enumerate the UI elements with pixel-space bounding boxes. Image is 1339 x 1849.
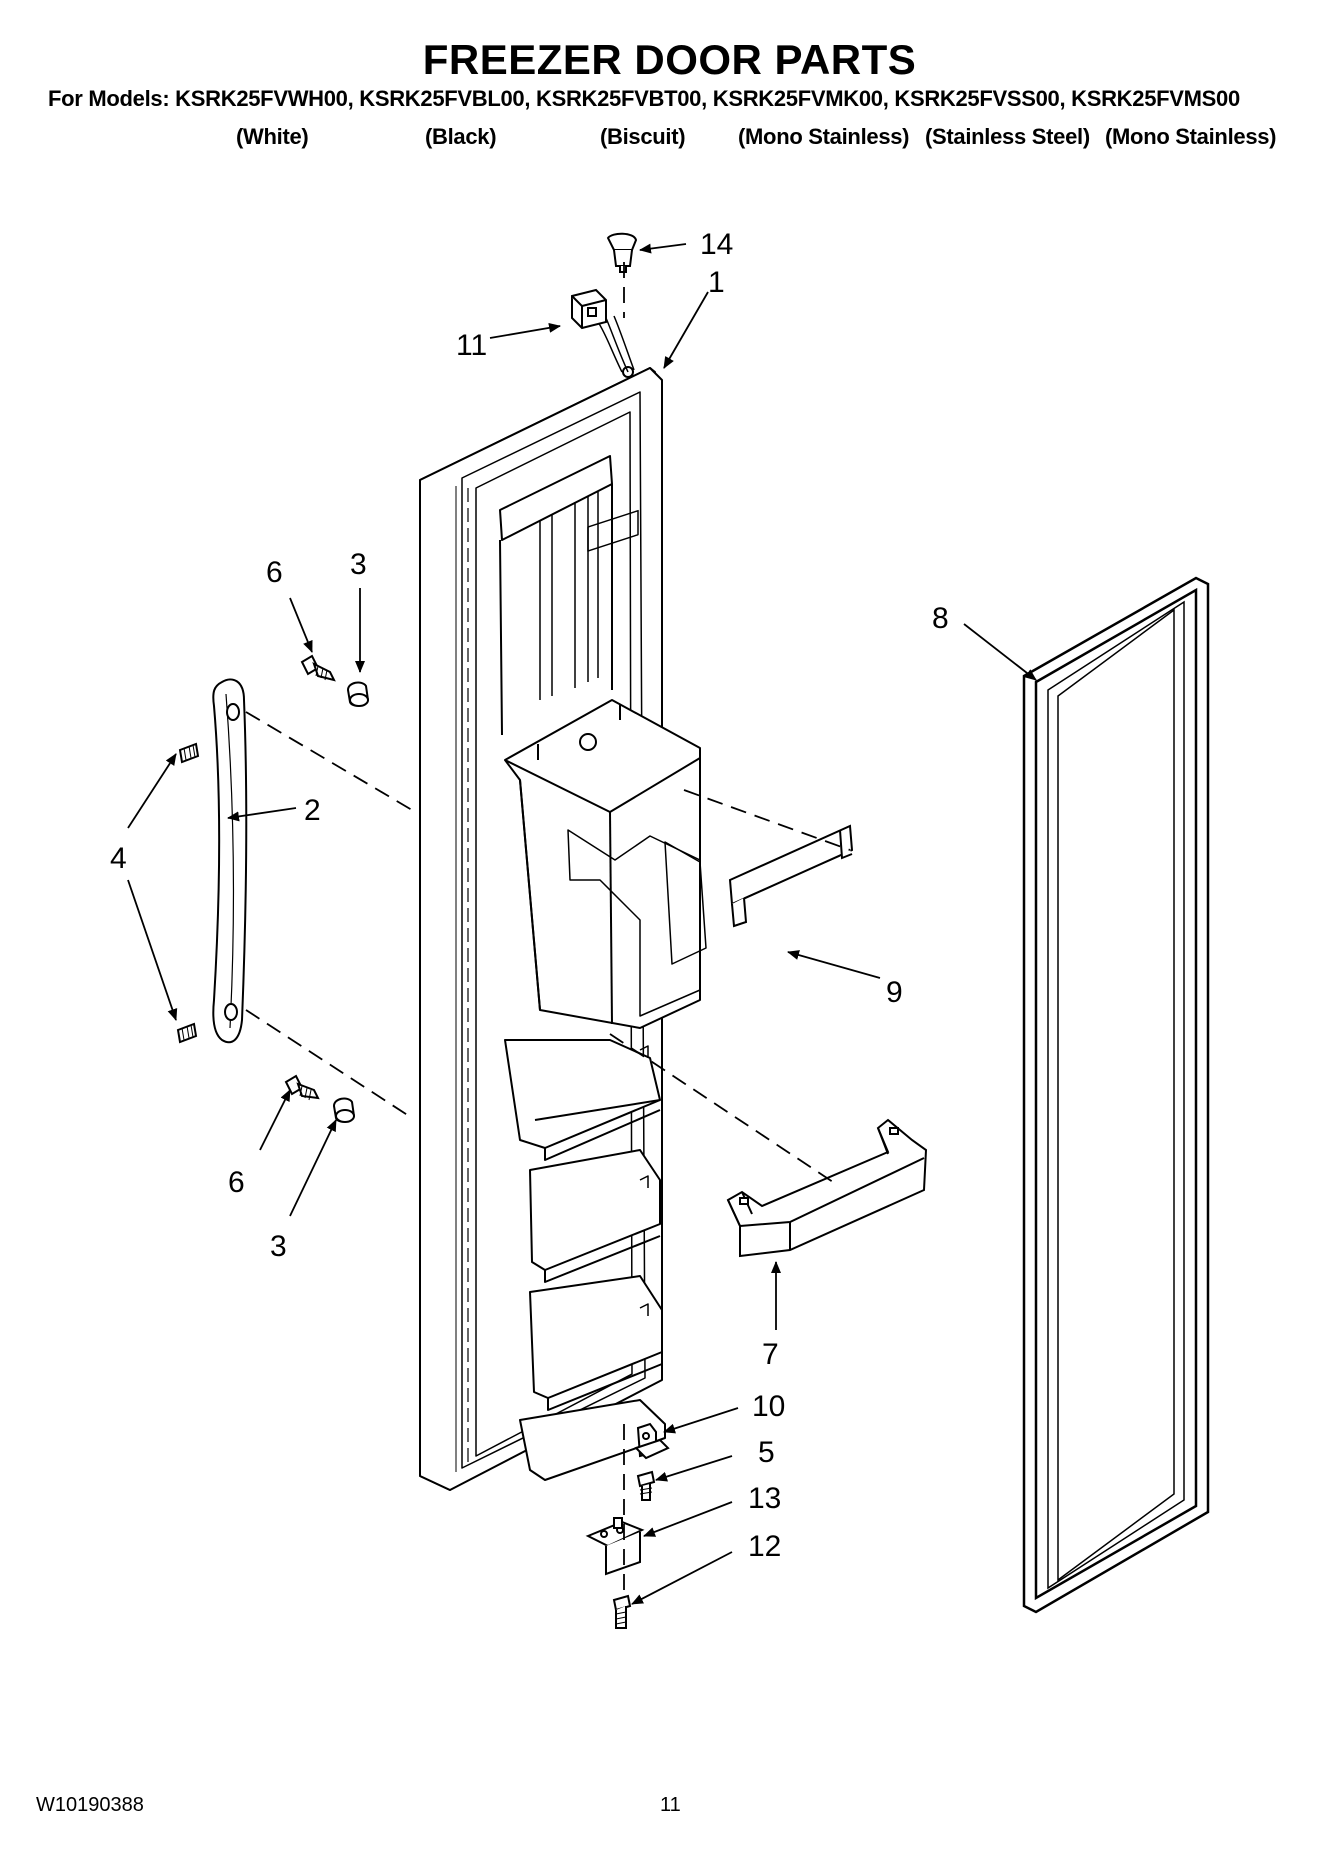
callout-13: 13 xyxy=(748,1482,781,1515)
callout-1: 1 xyxy=(708,266,725,299)
set-screw-bottom xyxy=(176,1022,198,1044)
callout-11: 11 xyxy=(456,329,487,362)
handle-spacer-top xyxy=(346,681,370,707)
door-handle xyxy=(212,678,248,1044)
callout-5: 5 xyxy=(758,1436,775,1469)
variant-mono-stainless-2: (Mono Stainless) xyxy=(1105,124,1277,149)
variant-white: (White) xyxy=(236,124,309,149)
page-title: FREEZER DOOR PARTS xyxy=(422,36,917,83)
callout-7: 7 xyxy=(762,1338,779,1371)
callout-12: 12 xyxy=(748,1530,781,1563)
callout-14: 14 xyxy=(700,228,733,261)
handle-spacer-bottom xyxy=(332,1097,356,1123)
hinge-bolt xyxy=(612,1594,632,1629)
set-screw-top xyxy=(178,742,200,764)
door-gasket xyxy=(1022,576,1210,1614)
variant-mono-stainless-1: (Mono Stainless) xyxy=(738,124,910,149)
plug-button xyxy=(606,232,638,273)
callout-2: 2 xyxy=(304,794,321,827)
handle-screw-bottom xyxy=(284,1074,320,1101)
callout-3-bottom: 3 xyxy=(270,1230,287,1263)
hinge-bushing xyxy=(634,1422,670,1460)
callout-6-bottom: 6 xyxy=(228,1166,245,1199)
callout-8: 8 xyxy=(932,602,949,635)
dispenser-trim-strip xyxy=(728,824,854,928)
callout-3-top: 3 xyxy=(350,548,367,581)
callout-10: 10 xyxy=(752,1390,785,1423)
handle-screw-top xyxy=(300,654,336,682)
callout-9: 9 xyxy=(886,976,903,1009)
callout-4: 4 xyxy=(110,842,127,875)
variant-biscuit: (Biscuit) xyxy=(600,124,686,149)
callout-6-top: 6 xyxy=(266,556,283,589)
freezer-door xyxy=(419,315,707,1491)
hinge-screw xyxy=(636,1470,656,1501)
models-line: For Models: KSRK25FVWH00, KSRK25FVBL00, … xyxy=(48,86,1240,111)
variant-stainless-steel: (Stainless Steel) xyxy=(925,124,1090,149)
wire-connector xyxy=(571,288,607,330)
document-number: W10190388 xyxy=(36,1794,144,1816)
hinge-bracket xyxy=(585,1517,645,1576)
door-shelf-bin xyxy=(726,1118,928,1258)
alignment-lines xyxy=(245,262,851,1598)
page-number: 11 xyxy=(660,1794,681,1816)
callout-labels: 14 1 11 6 3 2 4 6 3 8 9 7 10 5 13 12 xyxy=(110,228,949,1563)
variant-black: (Black) xyxy=(425,124,497,149)
leader-arrows xyxy=(127,243,1037,1605)
